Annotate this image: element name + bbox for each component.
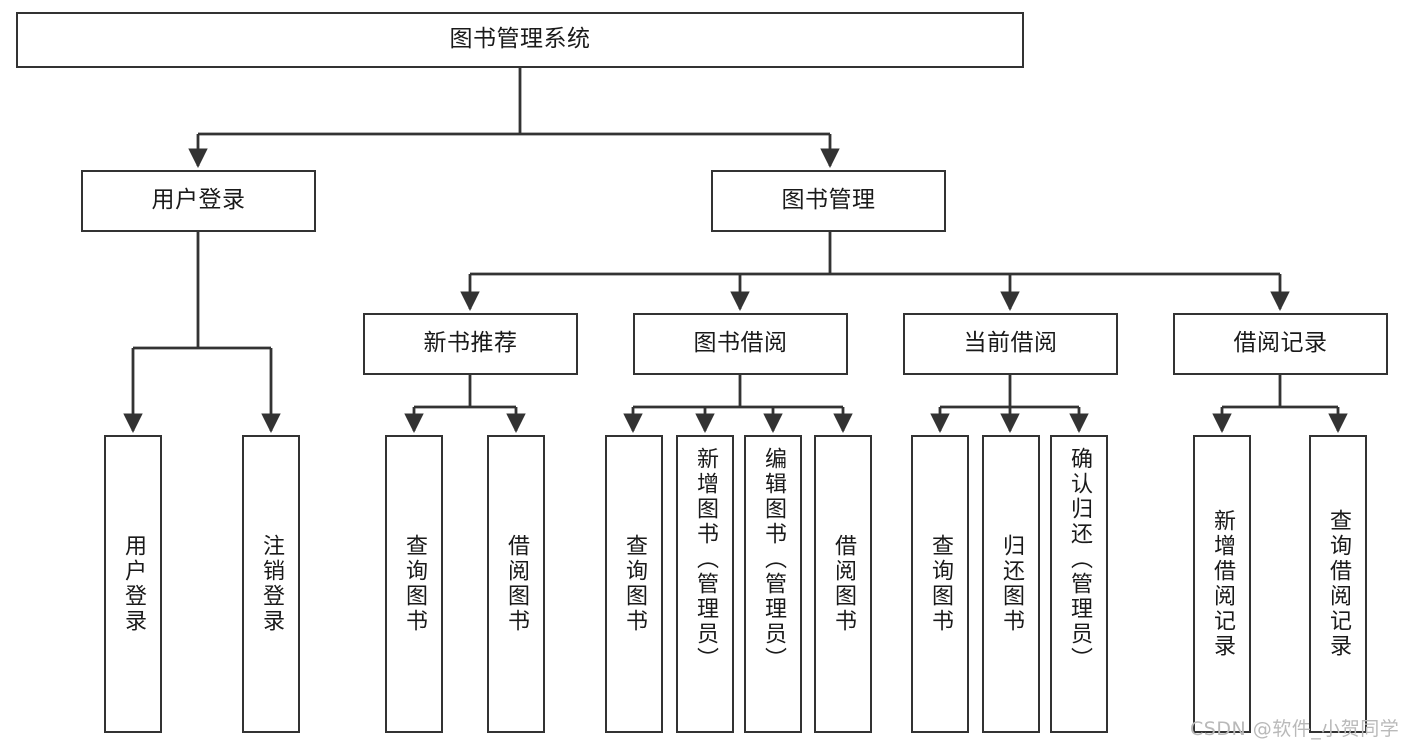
leaf-label: 用户登录: [121, 534, 146, 634]
leaf-currentborrow-confirm-return-admin[interactable]: 确认归还（管理员）: [1050, 435, 1108, 733]
node-book-management[interactable]: 图书管理: [711, 170, 946, 232]
node-root-label: 图书管理系统: [449, 26, 591, 53]
leaf-label: 查询借阅记录: [1326, 509, 1351, 659]
node-user-login[interactable]: 用户登录: [81, 170, 316, 232]
node-root[interactable]: 图书管理系统: [16, 12, 1024, 68]
leaf-currentborrow-query-book[interactable]: 查询图书: [911, 435, 969, 733]
csdn-watermark: CSDN @软件_小贺同学: [1190, 718, 1400, 740]
leaf-label: 查询图书: [402, 534, 427, 634]
leaf-user-login-login[interactable]: 用户登录: [104, 435, 162, 733]
leaf-newbook-borrow-book[interactable]: 借阅图书: [487, 435, 545, 733]
node-borrow-records[interactable]: 借阅记录: [1173, 313, 1388, 375]
node-new-book-recommend-label: 新书推荐: [423, 330, 518, 357]
leaf-label: 归还图书: [999, 534, 1024, 634]
leaf-borrowrecords-add-record[interactable]: 新增借阅记录: [1193, 435, 1251, 733]
leaf-label: 借阅图书: [831, 534, 856, 634]
leaf-bookborrow-query-book[interactable]: 查询图书: [605, 435, 663, 733]
node-current-borrow-label: 当前借阅: [963, 330, 1058, 357]
leaf-bookborrow-edit-book-admin[interactable]: 编辑图书（管理员）: [744, 435, 802, 733]
leaf-label: 注销登录: [259, 534, 284, 634]
leaf-currentborrow-return-book[interactable]: 归还图书: [982, 435, 1040, 733]
node-borrow-records-label: 借阅记录: [1233, 330, 1328, 357]
leaf-label: 新增借阅记录: [1210, 509, 1235, 659]
leaf-label: 编辑图书（管理员）: [761, 447, 786, 672]
leaf-bookborrow-add-book-admin[interactable]: 新增图书（管理员）: [676, 435, 734, 733]
leaf-borrowrecords-query-record[interactable]: 查询借阅记录: [1309, 435, 1367, 733]
node-book-borrow-label: 图书借阅: [693, 330, 788, 357]
leaf-bookborrow-borrow-book[interactable]: 借阅图书: [814, 435, 872, 733]
node-current-borrow[interactable]: 当前借阅: [903, 313, 1118, 375]
leaf-label: 查询图书: [928, 534, 953, 634]
leaf-label: 查询图书: [622, 534, 647, 634]
node-book-borrow[interactable]: 图书借阅: [633, 313, 848, 375]
node-user-login-label: 用户登录: [151, 187, 246, 214]
node-new-book-recommend[interactable]: 新书推荐: [363, 313, 578, 375]
leaf-label: 新增图书（管理员）: [693, 447, 718, 672]
leaf-user-login-logout[interactable]: 注销登录: [242, 435, 300, 733]
leaf-label: 确认归还（管理员）: [1067, 447, 1092, 672]
leaf-label: 借阅图书: [504, 534, 529, 634]
node-book-management-label: 图书管理: [781, 187, 876, 214]
leaf-newbook-query-book[interactable]: 查询图书: [385, 435, 443, 733]
